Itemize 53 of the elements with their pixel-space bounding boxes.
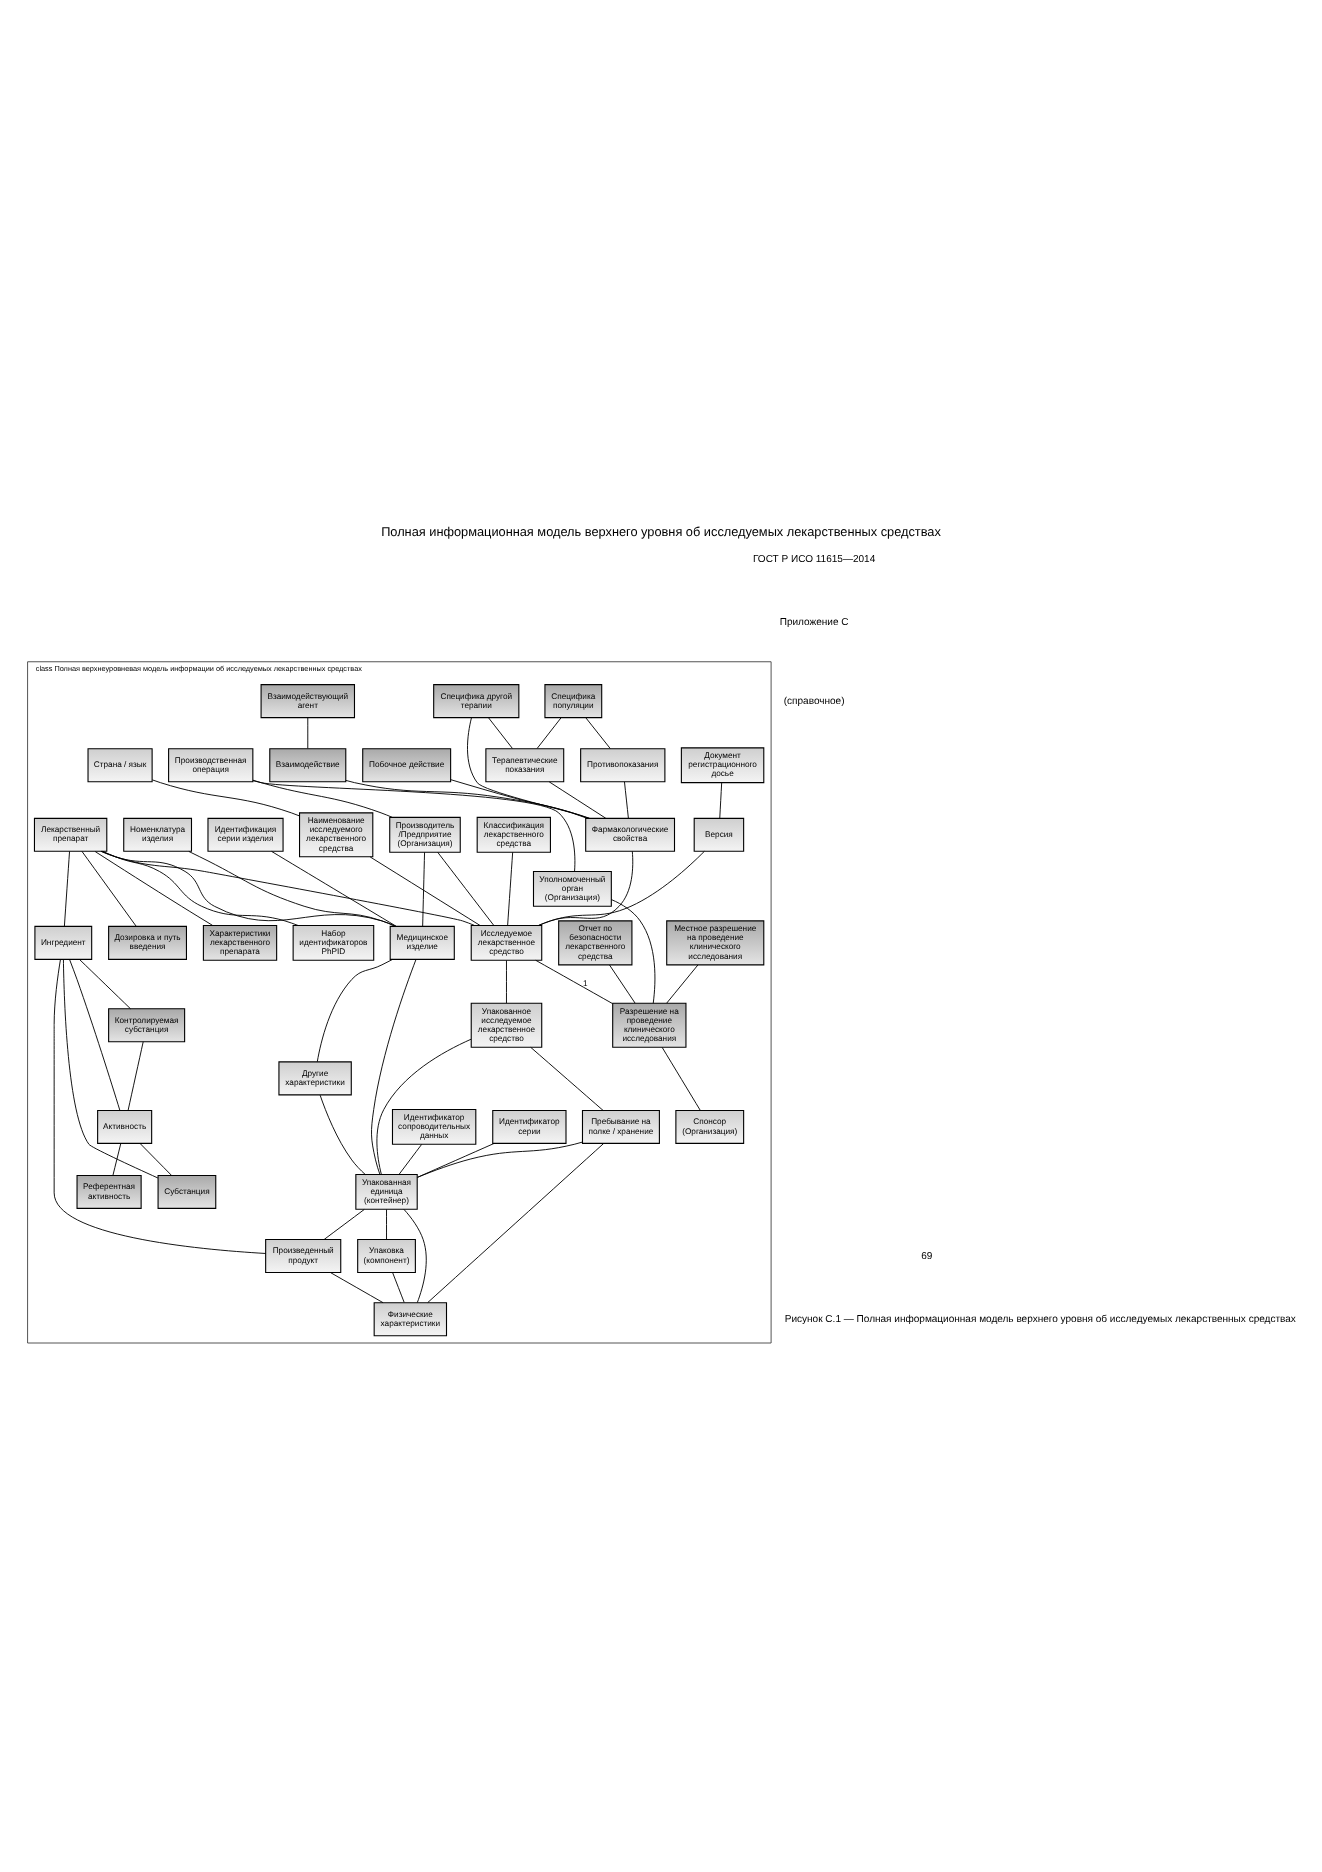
connector — [609, 964, 636, 1004]
connector — [330, 1272, 384, 1304]
connector — [548, 781, 607, 819]
connector — [437, 851, 495, 926]
connector — [252, 779, 393, 818]
connector — [100, 850, 475, 926]
connector — [585, 717, 611, 749]
connector — [427, 1142, 605, 1303]
connector — [139, 1143, 172, 1176]
connector — [323, 1209, 365, 1240]
connector — [507, 851, 514, 926]
connector — [467, 717, 588, 819]
connector — [53, 959, 267, 1254]
connector — [63, 850, 70, 927]
connector — [422, 851, 425, 927]
connector — [506, 960, 507, 1004]
connector — [271, 850, 397, 927]
connector — [536, 717, 562, 749]
connector — [307, 717, 309, 749]
connector — [398, 1143, 423, 1175]
connector — [369, 856, 481, 926]
connector — [371, 959, 417, 1175]
connector — [62, 959, 159, 1179]
connector — [102, 850, 299, 926]
connector — [538, 850, 634, 926]
connector — [538, 850, 705, 926]
connector — [624, 781, 629, 819]
connector — [416, 1143, 495, 1178]
connector — [81, 850, 137, 927]
connector — [666, 964, 699, 1004]
connector — [316, 959, 393, 1063]
connector — [450, 779, 590, 819]
connector — [152, 779, 300, 817]
connector — [530, 1046, 604, 1111]
connector — [188, 851, 396, 927]
connector — [661, 1046, 701, 1111]
connector — [376, 1038, 472, 1175]
connector — [100, 850, 397, 927]
connector — [79, 959, 131, 1010]
connector — [535, 959, 613, 1005]
connector — [610, 899, 656, 1004]
connector — [386, 1209, 387, 1240]
connector — [127, 1041, 144, 1111]
connector — [345, 779, 591, 819]
connector — [488, 717, 513, 749]
connector — [319, 1094, 366, 1175]
connector — [94, 851, 213, 926]
connector — [112, 1143, 122, 1176]
connector — [719, 782, 723, 819]
connector — [392, 1272, 405, 1303]
connector — [69, 958, 121, 1111]
connector — [403, 1208, 427, 1303]
connector — [417, 1141, 583, 1178]
